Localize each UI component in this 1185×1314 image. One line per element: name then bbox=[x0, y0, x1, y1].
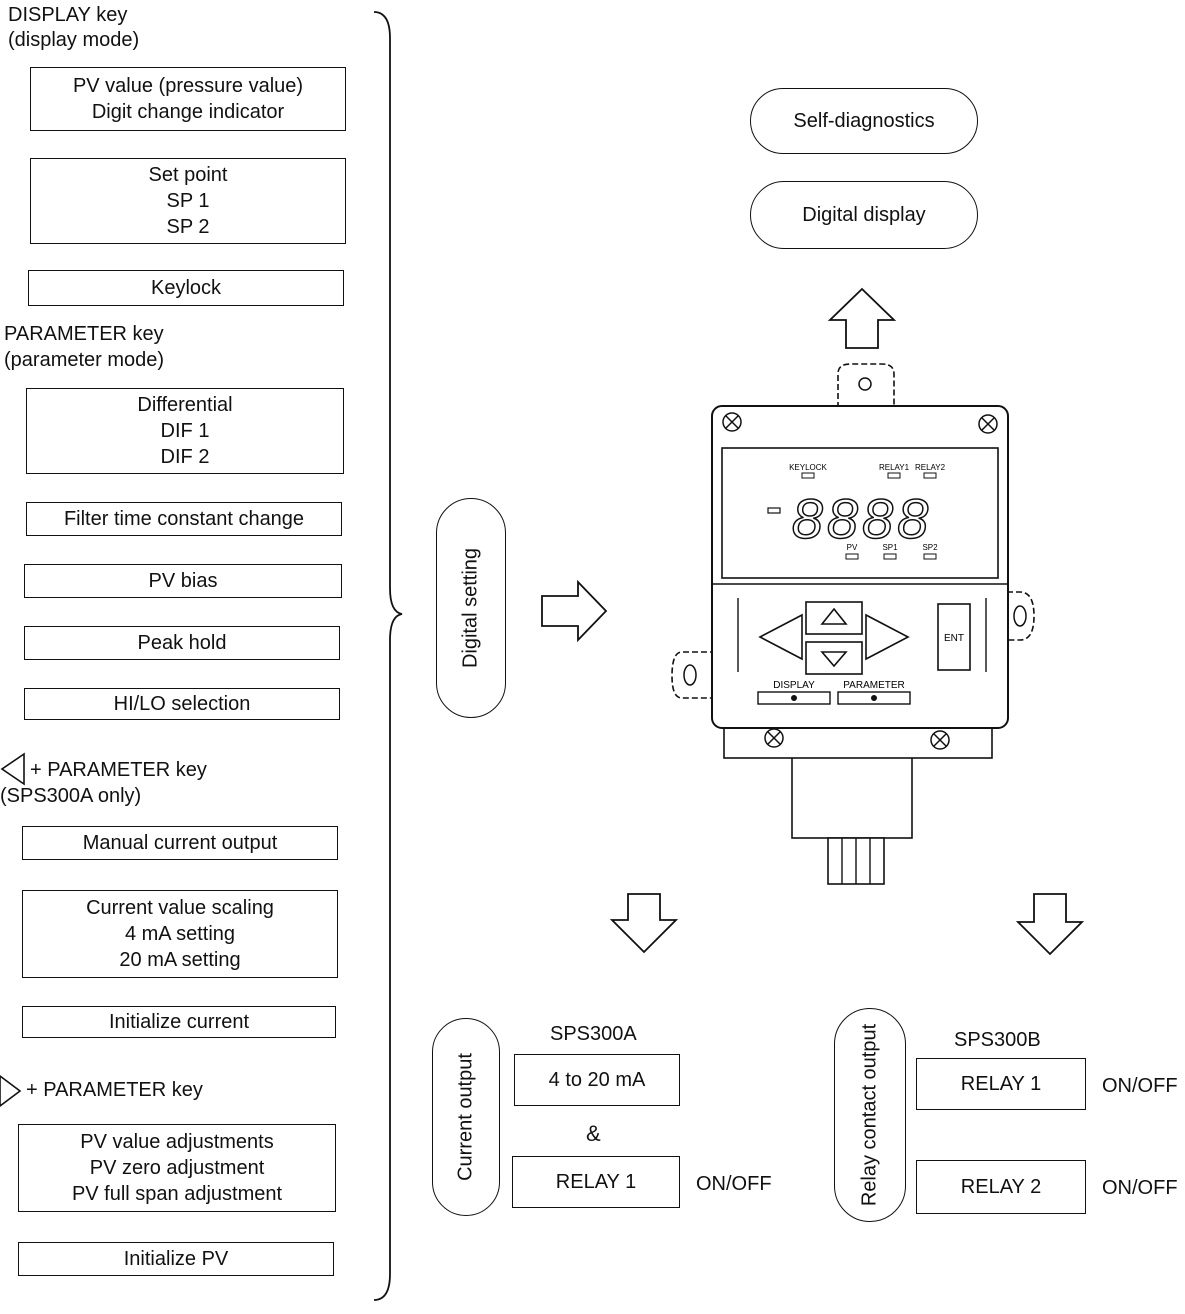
onoff-b1-label: ON/OFF bbox=[1102, 1075, 1178, 1097]
relay2-b-text: RELAY 2 bbox=[960, 1176, 1042, 1198]
dif1-line: DIF 1 bbox=[160, 420, 210, 442]
keylock-led-label: KEYLOCK bbox=[789, 463, 827, 472]
curly-brace bbox=[373, 11, 403, 1301]
digital-setting-text: Digital setting bbox=[459, 547, 482, 669]
4-20ma-text: 4 to 20 mA bbox=[548, 1069, 646, 1091]
right-triangle-icon bbox=[0, 1075, 22, 1107]
relay-contact-output-pill: Relay contact output bbox=[834, 1008, 906, 1222]
pv-bias-box: PV bias bbox=[24, 564, 342, 598]
pv-bias-text: PV bias bbox=[148, 570, 218, 592]
init-current-text: Initialize current bbox=[108, 1011, 250, 1033]
manual-current-box: Manual current output bbox=[22, 826, 338, 860]
set-point-line: Set point bbox=[148, 164, 228, 186]
parameter-mode-label: (parameter mode) bbox=[4, 349, 165, 371]
relay1-led-label: RELAY1 bbox=[879, 463, 910, 472]
display-button-label: DISPLAY bbox=[773, 680, 815, 691]
right-parameter-key-label: + PARAMETER key bbox=[26, 1079, 203, 1101]
ampersand-label: & bbox=[586, 1121, 601, 1146]
current-output-text: Current output bbox=[454, 1053, 477, 1181]
sp2-led-label: SP2 bbox=[922, 543, 938, 552]
self-diagnostics-pill: Self-diagnostics bbox=[750, 88, 978, 154]
set-point-box: Set point SP 1 SP 2 bbox=[30, 158, 346, 244]
display-mode-label: (display mode) bbox=[8, 29, 140, 51]
scaling-line: Current value scaling bbox=[86, 897, 274, 919]
relay2-led-label: RELAY2 bbox=[915, 463, 946, 472]
left-parameter-key-label: + PARAMETER key bbox=[30, 759, 207, 781]
onoff-b2-label: ON/OFF bbox=[1102, 1177, 1178, 1199]
relay-contact-output-text: Relay contact output bbox=[858, 1023, 881, 1207]
digital-display-pill: Digital display bbox=[750, 181, 978, 249]
sp2-line: SP 2 bbox=[166, 216, 210, 238]
20ma-line: 20 mA setting bbox=[119, 949, 241, 971]
4ma-line: 4 mA setting bbox=[124, 923, 236, 945]
up-arrow-icon bbox=[827, 287, 897, 349]
display-key-label: DISPLAY key bbox=[8, 4, 128, 26]
parameter-key-label: PARAMETER key bbox=[4, 323, 164, 345]
sps300a-label: SPS300A bbox=[550, 1023, 637, 1045]
relay1-b-box: RELAY 1 bbox=[916, 1058, 1086, 1110]
pv-zero-line: PV zero adjustment bbox=[89, 1157, 265, 1179]
digital-setting-pill: Digital setting bbox=[436, 498, 506, 718]
initialize-pv-box: Initialize PV bbox=[18, 1242, 334, 1276]
pv-span-line: PV full span adjustment bbox=[71, 1183, 283, 1205]
pv-value-box: PV value (pressure value) Digit change i… bbox=[30, 67, 346, 131]
hilo-text: HI/LO selection bbox=[113, 693, 251, 715]
peak-hold-box: Peak hold bbox=[24, 626, 340, 660]
manual-current-text: Manual current output bbox=[82, 832, 278, 854]
sp1-led-label: SP1 bbox=[882, 543, 898, 552]
current-scaling-box: Current value scaling 4 mA setting 20 mA… bbox=[22, 890, 338, 978]
hilo-selection-box: HI/LO selection bbox=[24, 688, 340, 720]
seven-segment-digits: 8888 bbox=[792, 487, 933, 550]
right-arrow-icon bbox=[541, 579, 608, 643]
self-diagnostics-text: Self-diagnostics bbox=[793, 109, 935, 132]
current-output-pill: Current output bbox=[432, 1018, 500, 1216]
digital-display-text: Digital display bbox=[802, 203, 926, 226]
pressure-switch-device: KEYLOCK RELAY1 RELAY2 8888 PV SP1 SP2 EN… bbox=[671, 363, 1035, 885]
differential-box: Differential DIF 1 DIF 2 bbox=[26, 388, 344, 474]
keylock-box: Keylock bbox=[28, 270, 344, 306]
init-pv-text: Initialize PV bbox=[123, 1248, 229, 1270]
sp1-line: SP 1 bbox=[166, 190, 210, 212]
relay1-a-box: RELAY 1 bbox=[512, 1156, 680, 1208]
keylock-text: Keylock bbox=[150, 277, 222, 299]
relay1-a-text: RELAY 1 bbox=[555, 1171, 637, 1193]
pv-adjust-line: PV value adjustments bbox=[80, 1131, 274, 1153]
dif2-line: DIF 2 bbox=[160, 446, 210, 468]
relay2-b-box: RELAY 2 bbox=[916, 1160, 1086, 1214]
filter-time-box: Filter time constant change bbox=[26, 502, 342, 536]
pv-adjustments-box: PV value adjustments PV zero adjustment … bbox=[18, 1124, 336, 1212]
sps300a-only-label: (SPS300A only) bbox=[0, 785, 142, 807]
relay1-b-text: RELAY 1 bbox=[960, 1073, 1042, 1095]
filter-text: Filter time constant change bbox=[63, 508, 305, 530]
parameter-button-label: PARAMETER bbox=[843, 680, 905, 691]
initialize-current-box: Initialize current bbox=[22, 1006, 336, 1038]
pv-value-line: PV value (pressure value) bbox=[72, 75, 304, 97]
ent-key-label: ENT bbox=[944, 633, 964, 644]
digit-change-line: Digit change indicator bbox=[91, 101, 285, 123]
onoff-a-label: ON/OFF bbox=[696, 1173, 772, 1195]
pv-led-label: PV bbox=[847, 543, 858, 552]
4-20ma-box: 4 to 20 mA bbox=[514, 1054, 680, 1106]
left-triangle-icon bbox=[0, 752, 25, 786]
down-arrow-icon-left bbox=[609, 893, 679, 954]
peak-hold-text: Peak hold bbox=[137, 632, 227, 654]
differential-line: Differential bbox=[137, 394, 233, 416]
sps300b-label: SPS300B bbox=[954, 1029, 1041, 1051]
down-arrow-icon-right bbox=[1015, 893, 1085, 956]
